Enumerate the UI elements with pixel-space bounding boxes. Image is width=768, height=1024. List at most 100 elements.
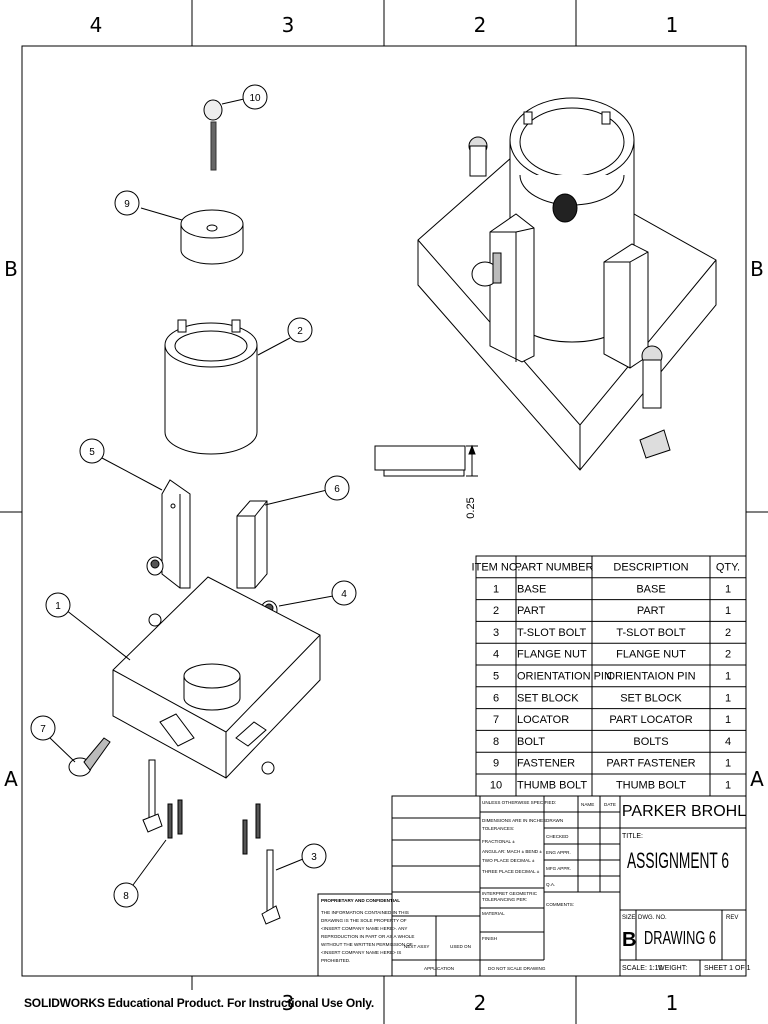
- proprietary-line-4: REPRODUCTION IN PART OR AS A WHOLE: [321, 934, 414, 939]
- rev-label: REV: [726, 915, 738, 921]
- zone-label-right-a: A: [750, 767, 764, 791]
- bom-cell: 1: [725, 671, 731, 683]
- fastener-part: [180, 209, 244, 265]
- bom-cell: ORIENTAION PIN: [606, 671, 695, 683]
- bom-cell: 2: [725, 627, 731, 639]
- bom-cell: 9: [493, 758, 499, 770]
- balloon-8: 8: [113, 882, 139, 908]
- svg-text:6: 6: [334, 484, 340, 495]
- zone-label-left-a: A: [4, 767, 18, 791]
- bom-cell: 8: [493, 736, 499, 748]
- bom-cell: PART LOCATOR: [609, 714, 692, 726]
- balloon-9: 9: [114, 190, 140, 216]
- bom-cell: THUMB BOLT: [517, 780, 587, 792]
- sheet-size: B: [622, 929, 636, 951]
- dimension-0-25: 0.25: [465, 497, 477, 518]
- flange-nut-left: [146, 556, 164, 576]
- bom-cell: PART FASTENER: [606, 758, 695, 770]
- proprietary-line-6: <INSERT COMPANY NAME HERE> IS: [321, 950, 401, 955]
- balloon-7: 7: [30, 715, 56, 741]
- bom-cell: 4: [493, 649, 499, 661]
- next-assy-label: NEXT ASSY: [404, 944, 429, 949]
- eng-appr-label: ENG APPR.: [546, 850, 571, 855]
- drawing-number: DRAWING 6: [644, 928, 716, 948]
- part-cylinder: [164, 319, 258, 455]
- date-header: DATE: [604, 802, 616, 807]
- proprietary-line-3: <INSERT COMPANY NAME HERE>. ANY: [321, 926, 407, 931]
- dims-line-6: THREE PLACE DECIMAL ±: [482, 869, 540, 874]
- svg-text:2: 2: [297, 326, 303, 337]
- used-on-label: USED ON: [450, 944, 471, 949]
- bom-cell: BASE: [517, 583, 546, 595]
- balloon-10: 10: [242, 84, 268, 110]
- proprietary-title: PROPRIETARY AND CONFIDENTIAL: [321, 898, 400, 903]
- qa-label: Q.A.: [546, 882, 555, 887]
- bom-header-cell: PART NUMBER: [515, 562, 594, 574]
- proprietary-line-2: DRAWING IS THE SOLE PROPERTY OF: [321, 918, 407, 923]
- application-label: APPLICATION: [424, 966, 454, 971]
- weight: WEIGHT:: [658, 965, 687, 972]
- balloon-1: 1: [45, 592, 71, 618]
- zone-label-bottom-2: 2: [474, 991, 487, 1015]
- bom-header-cell: DESCRIPTION: [613, 562, 688, 574]
- bolts-group: [142, 759, 281, 925]
- proprietary-line-1: THE INFORMATION CONTAINED IN THIS: [321, 910, 409, 915]
- bom-cell: 5: [493, 671, 499, 683]
- svg-text:1: 1: [55, 601, 61, 612]
- exploded-view: [68, 99, 321, 925]
- drawn-label: DRAWN: [546, 818, 563, 823]
- bom-cell: SET BLOCK: [517, 692, 579, 704]
- zone-label-top-3: 3: [282, 13, 295, 37]
- sheet-number: SHEET 1 OF 1: [704, 965, 751, 972]
- material-label: MATERIAL: [482, 911, 505, 916]
- bom-cell: FLANGE NUT: [517, 649, 587, 661]
- bom-header-cell: ITEM NO.: [472, 562, 521, 574]
- bom-cell: 1: [725, 605, 731, 617]
- svg-text:8: 8: [123, 891, 129, 902]
- bom-cell: 2: [725, 649, 731, 661]
- assembled-view: [417, 97, 717, 471]
- bom-cell: PART: [517, 605, 546, 617]
- balloon-leaders: [49, 98, 334, 886]
- bom-cell: THUMB BOLT: [616, 780, 686, 792]
- bom-cell: T-SLOT BOLT: [517, 627, 587, 639]
- bom-cell: T-SLOT BOLT: [616, 627, 686, 639]
- bom-cell: 1: [725, 780, 731, 792]
- unless-specified: UNLESS OTHERWISE SPECIFIED:: [482, 800, 556, 805]
- zone-label-bottom-1: 1: [666, 991, 679, 1015]
- orientation-pin-part: [161, 479, 191, 589]
- balloons: 10 9 2 5 6 4 1 7 8 3: [30, 84, 357, 908]
- drawing-title: ASSIGNMENT 6: [627, 848, 729, 873]
- zone-label-left-b: B: [4, 257, 18, 281]
- bom-cell: 1: [725, 583, 731, 595]
- svg-text:7: 7: [40, 724, 46, 735]
- zone-label-right-b: B: [750, 257, 764, 281]
- zone-label-top-2: 2: [474, 13, 487, 37]
- balloon-5: 5: [79, 438, 105, 464]
- dims-line-5: TWO PLACE DECIMAL ±: [482, 858, 535, 863]
- mfg-appr-label: MFG APPR.: [546, 866, 571, 871]
- balloon-2: 2: [287, 317, 313, 343]
- base-plate-part: [112, 576, 321, 779]
- bom-cell: BOLT: [517, 736, 545, 748]
- title-block-text: PARKER BROHL TITLE: ASSIGNMENT 6 SIZE B …: [321, 800, 751, 972]
- dims-line-3: FRACTIONAL ±: [482, 839, 515, 844]
- bom-cell: ORIENTATION PIN: [517, 671, 612, 683]
- bom-cell: 7: [493, 714, 499, 726]
- svg-text:9: 9: [124, 199, 130, 210]
- bom-cell: FASTENER: [517, 758, 575, 770]
- bom-cell: 1: [725, 692, 731, 704]
- bom-cell: 10: [490, 780, 502, 792]
- interpret-line-2: TOLERANCING PER:: [482, 897, 527, 902]
- bom-cell: PART: [637, 605, 666, 617]
- balloon-4: 4: [331, 580, 357, 606]
- watermark-text: SOLIDWORKS Educational Product. For Inst…: [24, 996, 375, 1010]
- name-header: NAME: [581, 802, 594, 807]
- checked-label: CHECKED: [546, 834, 569, 839]
- balloon-3: 3: [301, 843, 327, 869]
- scale: SCALE: 1:10: [622, 965, 663, 972]
- set-block-part: [236, 500, 268, 589]
